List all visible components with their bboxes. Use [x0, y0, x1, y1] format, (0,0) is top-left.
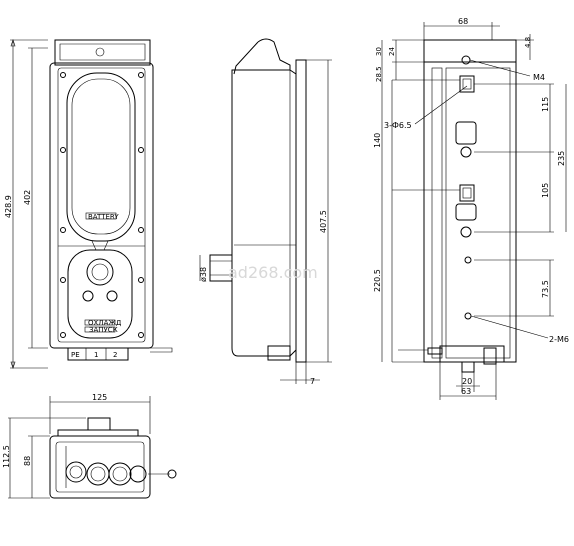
- dim-conduit-diameter: ø38: [199, 267, 208, 282]
- dim-4-8: 4.8: [524, 37, 532, 48]
- dim-bottom-width: 125: [92, 393, 107, 402]
- mounting-view: 68 30 24 28.5 140 220.5 4.8 115 235 105 …: [373, 17, 569, 400]
- dim-30: 30: [375, 47, 383, 56]
- terminal-1-label: 1: [94, 351, 98, 359]
- side-view: 407.5 7 ø38: [199, 38, 332, 386]
- dim-bottom-height-inner: 88: [23, 456, 32, 466]
- dim-bottom-height-outer: 112.5: [2, 445, 11, 468]
- battery-label: BATTERY: [88, 213, 119, 221]
- terminal-pe-label: РЕ: [71, 351, 80, 359]
- dim-115: 115: [541, 97, 550, 112]
- callout-m6: 2-M6: [549, 335, 569, 344]
- bottom-view: 125 112.5 88: [2, 393, 177, 499]
- dim-top-width: 68: [458, 17, 468, 26]
- dim-20: 20: [462, 377, 472, 386]
- dim-235: 235: [557, 151, 566, 166]
- dim-side-height: 407.5: [319, 210, 328, 233]
- plate-bottom-label: ЗАПУСК: [89, 326, 118, 334]
- dim-24: 24: [388, 47, 396, 56]
- dim-73-5: 73.5: [541, 280, 550, 298]
- dim-side-depth: 7: [310, 377, 315, 386]
- dim-105: 105: [541, 183, 550, 198]
- terminal-2-label: 2: [113, 351, 117, 359]
- dim-28-5: 28.5: [375, 66, 383, 82]
- dim-inner-height: 402: [23, 190, 32, 205]
- dim-220-5: 220.5: [373, 269, 382, 292]
- dim-overall-height: 428.9: [4, 195, 13, 218]
- dim-140: 140: [373, 133, 382, 148]
- watermark: ad268.com: [228, 263, 318, 282]
- callout-m4: M4: [533, 73, 545, 82]
- dim-63: 63: [461, 387, 471, 396]
- callout-hole: 3-Ф6.5: [384, 121, 412, 130]
- front-view: BATTERY ОХЛАЖД ЗАПУСК РЕ 1 2 428.9 402: [4, 39, 173, 369]
- plate-top-label: ОХЛАЖД: [88, 319, 122, 327]
